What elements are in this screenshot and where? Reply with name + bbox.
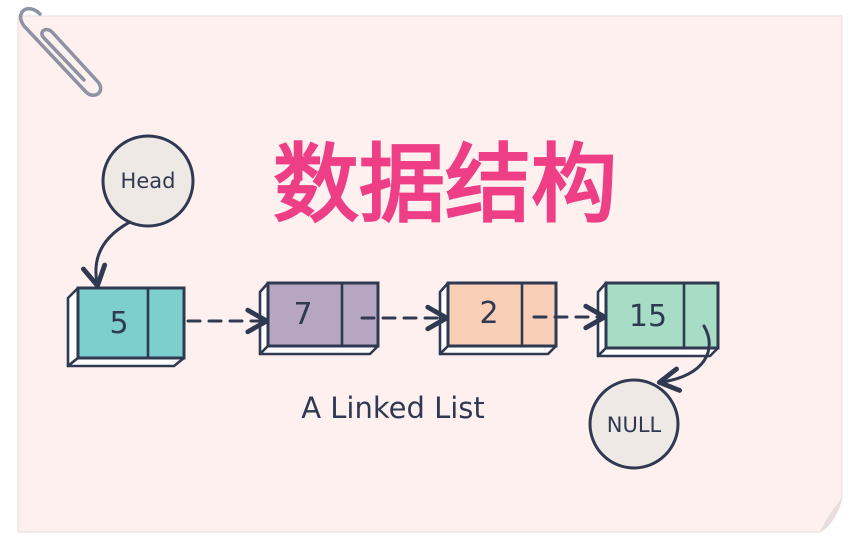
head-label: Head	[121, 169, 176, 193]
paper-background	[17, 15, 843, 533]
node-list: 5 7 2 15	[66, 281, 720, 368]
list-node: 2	[438, 281, 558, 356]
page-title: 数据结构	[273, 135, 617, 235]
list-node: 7	[258, 281, 380, 356]
node-body	[446, 281, 558, 348]
diagram-caption: A Linked List	[301, 391, 485, 425]
null-circle	[588, 378, 680, 470]
list-node: 5	[66, 286, 186, 368]
null-terminator: NULL	[588, 378, 680, 470]
node-body	[266, 281, 380, 348]
list-node: 15	[596, 281, 720, 358]
head-pointer: Head	[81, 134, 195, 289]
paper-curl	[820, 498, 842, 532]
null-arrow	[656, 324, 711, 393]
node-value: 15	[629, 299, 667, 334]
head-circle	[101, 134, 195, 228]
node-value: 7	[293, 297, 312, 332]
node-value: 5	[109, 306, 128, 341]
head-arrow	[81, 220, 132, 289]
node-value: 2	[479, 296, 498, 331]
node-body	[76, 286, 186, 360]
node-body	[604, 281, 720, 350]
pointer-arrows	[186, 303, 711, 393]
null-label: NULL	[607, 413, 662, 437]
paperclip-icon	[18, 7, 103, 97]
